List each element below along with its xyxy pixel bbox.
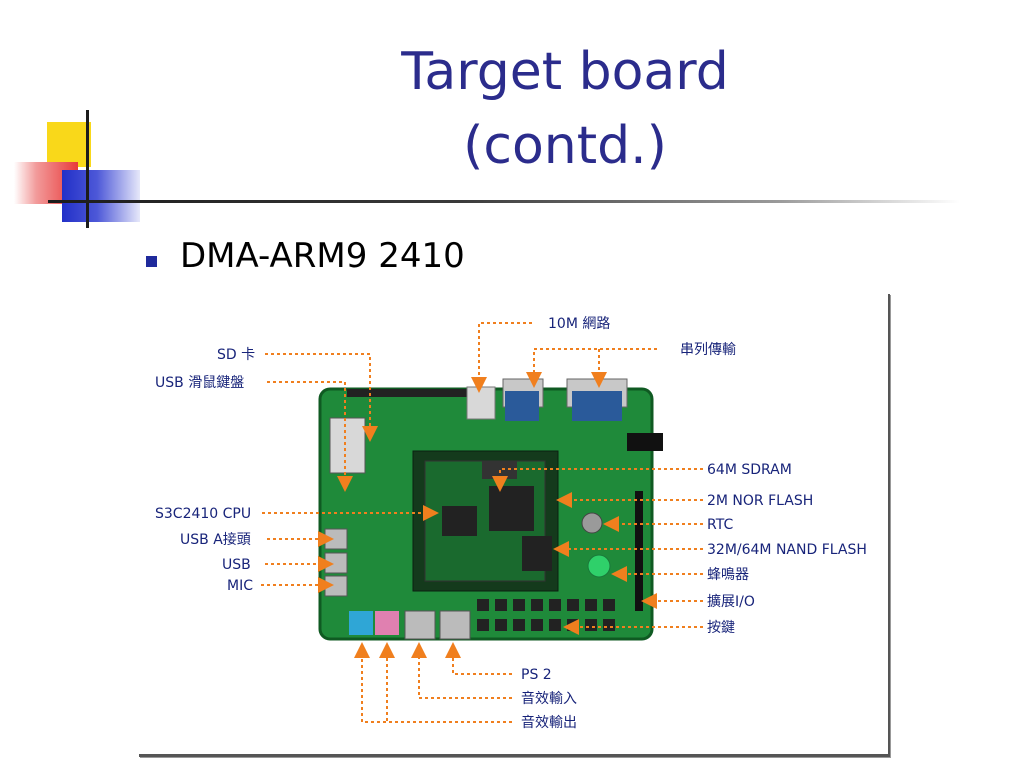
decor-blue-square — [62, 170, 140, 222]
serial-port-2 — [572, 391, 622, 421]
cpu-chip — [442, 506, 477, 536]
label-rtc: RTC — [707, 517, 733, 533]
label-nand: 32M/64M NAND FLASH — [707, 542, 867, 558]
label-network: 10M 網路 — [548, 316, 610, 332]
board-photo — [318, 378, 663, 641]
title-underline — [48, 200, 960, 203]
label-sd: SD 卡 — [217, 347, 255, 363]
decor-vertical-line — [86, 110, 89, 228]
label-audio-out: 音效輸出 — [521, 714, 577, 731]
power-jack — [627, 433, 663, 451]
label-usb-a: USB A接頭 — [180, 531, 251, 548]
decor-yellow-square — [47, 122, 91, 167]
rtc-battery — [581, 512, 603, 534]
label-nor: 2M NOR FLASH — [707, 493, 813, 509]
nor-chip — [489, 486, 534, 531]
label-mic: MIC — [227, 578, 253, 594]
buzzer — [587, 554, 611, 578]
serial-port-1 — [505, 391, 539, 421]
audio-in-jack — [375, 611, 399, 635]
sd-slot — [329, 417, 366, 474]
board-figure: 10M 網路 串列傳輸 SD 卡 USB 滑鼠鍵盤 S3C2410 CPU US… — [137, 291, 888, 754]
ps2-port — [404, 610, 436, 640]
label-usb: USB — [222, 557, 251, 573]
slide-title-line-1: Target board — [401, 42, 729, 102]
label-buzzer: 蜂鳴器 — [707, 567, 749, 583]
leader-lines — [261, 322, 703, 723]
bullet-icon — [146, 256, 157, 267]
label-keys: 按鍵 — [707, 620, 735, 636]
label-cpu: S3C2410 CPU — [155, 506, 251, 522]
bullet-text: DMA-ARM9 2410 — [180, 236, 465, 276]
board-diagram: 10M 網路 串列傳輸 SD 卡 USB 滑鼠鍵盤 S3C2410 CPU US… — [155, 316, 867, 731]
io-header — [635, 491, 643, 611]
label-audio-in: 音效輸入 — [521, 690, 577, 707]
label-usb-kb: USB 滑鼠鍵盤 — [155, 374, 244, 391]
audio-out-jack — [349, 611, 373, 635]
ethernet-port — [466, 386, 496, 420]
nand-chip — [522, 536, 552, 571]
slide-title-line-2: (contd.) — [463, 116, 667, 176]
label-io: 擴展I/O — [707, 593, 755, 610]
label-serial: 串列傳輸 — [680, 342, 736, 358]
label-ps2: PS 2 — [521, 667, 552, 683]
label-sdram: 64M SDRAM — [707, 462, 792, 478]
